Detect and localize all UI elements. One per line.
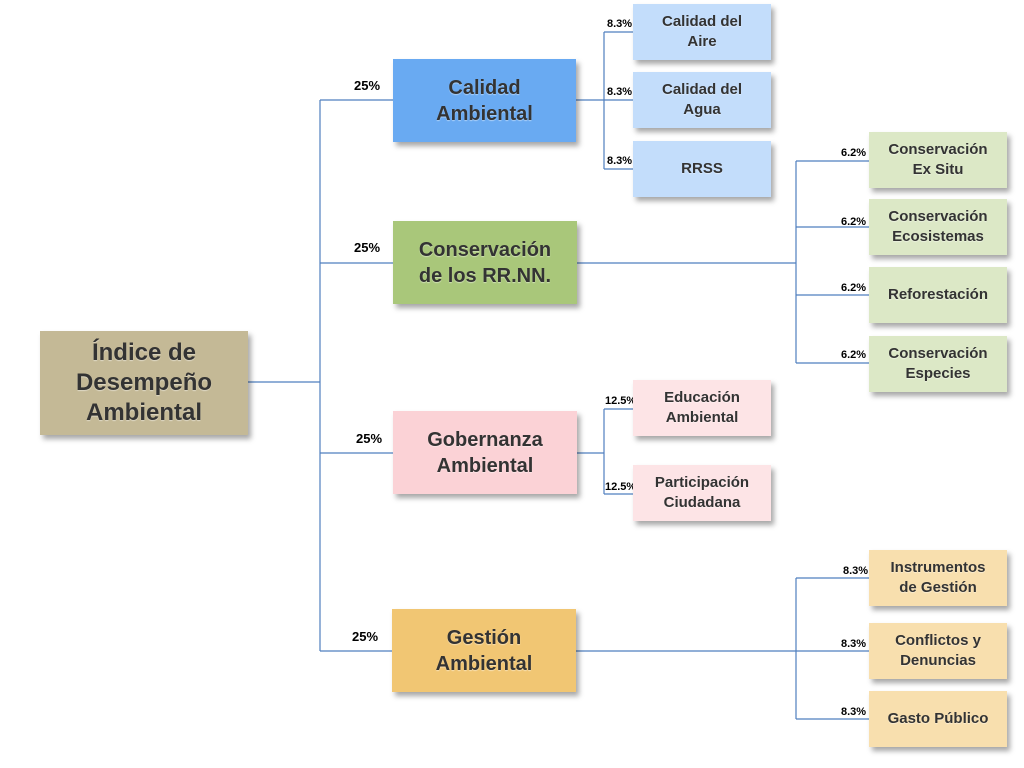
branch-gestion-weight: 25%	[352, 629, 379, 644]
leaf-instrumentos-weight: 8.3%	[843, 565, 869, 577]
leaf-instrumentos-node: Instrumentos de Gestión	[869, 550, 1007, 606]
leaf-conflictos-node: Conflictos y Denuncias	[869, 623, 1007, 679]
leaf-especies-label: Conservación Especies	[888, 345, 988, 382]
leaf-exsitu-node: Conservación Ex Situ	[869, 132, 1007, 188]
leaf-participacion-weight: 12.5%	[605, 481, 637, 493]
leaf-aire-label: Calidad del Aire	[661, 13, 743, 50]
leaf-aire-node: Calidad del Aire	[633, 4, 771, 60]
leaf-gasto-label: Gasto Público	[887, 710, 989, 727]
root-node: Índice de Desempeño Ambiental	[40, 331, 248, 435]
connectors-gobernanza	[577, 408, 633, 495]
leaf-agua-label: Calidad del Agua	[661, 81, 743, 118]
leaf-ecosistemas-node: Conservación Ecosistemas	[869, 199, 1007, 255]
leaf-aire-weight: 8.3%	[607, 18, 633, 30]
leaf-rrss-label: RRSS	[681, 160, 723, 177]
leaf-especies-node: Conservación Especies	[869, 336, 1007, 392]
leaf-educacion-node: Educación Ambiental	[633, 380, 771, 436]
branch-gobernanza-weight: 25%	[356, 431, 383, 446]
branch-conservacion-weight: 25%	[354, 240, 381, 255]
leaf-instrumentos-label: Instrumentos de Gestión	[890, 559, 986, 596]
leaf-rrss-weight: 8.3%	[607, 155, 633, 167]
connectors-calidad	[576, 31, 633, 170]
branch-gestion-node: Gestión Ambiental	[392, 609, 576, 692]
leaf-reforestacion-label: Reforestación	[887, 286, 989, 303]
connectors-root	[248, 99, 393, 652]
leaf-conflictos-weight: 8.3%	[841, 638, 867, 650]
leaf-participacion-label: Participación Ciudadana	[654, 474, 750, 511]
leaf-exsitu-weight: 6.2%	[841, 147, 867, 159]
leaf-educacion-weight: 12.5%	[605, 395, 637, 407]
leaf-ecosistemas-weight: 6.2%	[841, 216, 867, 228]
leaf-agua-node: Calidad del Agua	[633, 72, 771, 128]
branch-gestion-label: Gestión Ambiental	[435, 626, 533, 675]
root-label: Índice de Desempeño Ambiental	[75, 339, 213, 426]
branch-gobernanza-label: Gobernanza Ambiental	[427, 428, 543, 477]
leaf-rrss-node: RRSS	[633, 141, 771, 197]
leaf-educacion-label: Educación Ambiental	[664, 389, 740, 426]
leaf-gasto-weight: 8.3%	[841, 706, 867, 718]
leaf-exsitu-label: Conservación Ex Situ	[888, 141, 988, 178]
branch-conservacion-label: Conservación de los RR.NN.	[418, 238, 552, 287]
leaf-reforestacion-node: Reforestación	[869, 267, 1007, 323]
leaf-conflictos-label: Conflictos y Denuncias	[895, 632, 981, 669]
leaf-participacion-node: Participación Ciudadana	[633, 465, 771, 521]
connectors-gestion	[576, 577, 869, 720]
branch-calidad-weight: 25%	[354, 78, 381, 93]
leaf-agua-weight: 8.3%	[607, 86, 633, 98]
branch-conservacion-node: Conservación de los RR.NN.	[393, 221, 577, 304]
branch-gobernanza-node: Gobernanza Ambiental	[393, 411, 577, 494]
connectors-conservacion	[577, 160, 869, 364]
branch-calidad-label: Calidad Ambiental	[436, 76, 533, 125]
leaf-ecosistemas-label: Conservación Ecosistemas	[888, 208, 988, 245]
leaf-reforestacion-weight: 6.2%	[841, 282, 867, 294]
branch-calidad-node: Calidad Ambiental	[393, 59, 576, 142]
leaf-gasto-node: Gasto Público	[869, 691, 1007, 747]
leaf-especies-weight: 6.2%	[841, 349, 867, 361]
